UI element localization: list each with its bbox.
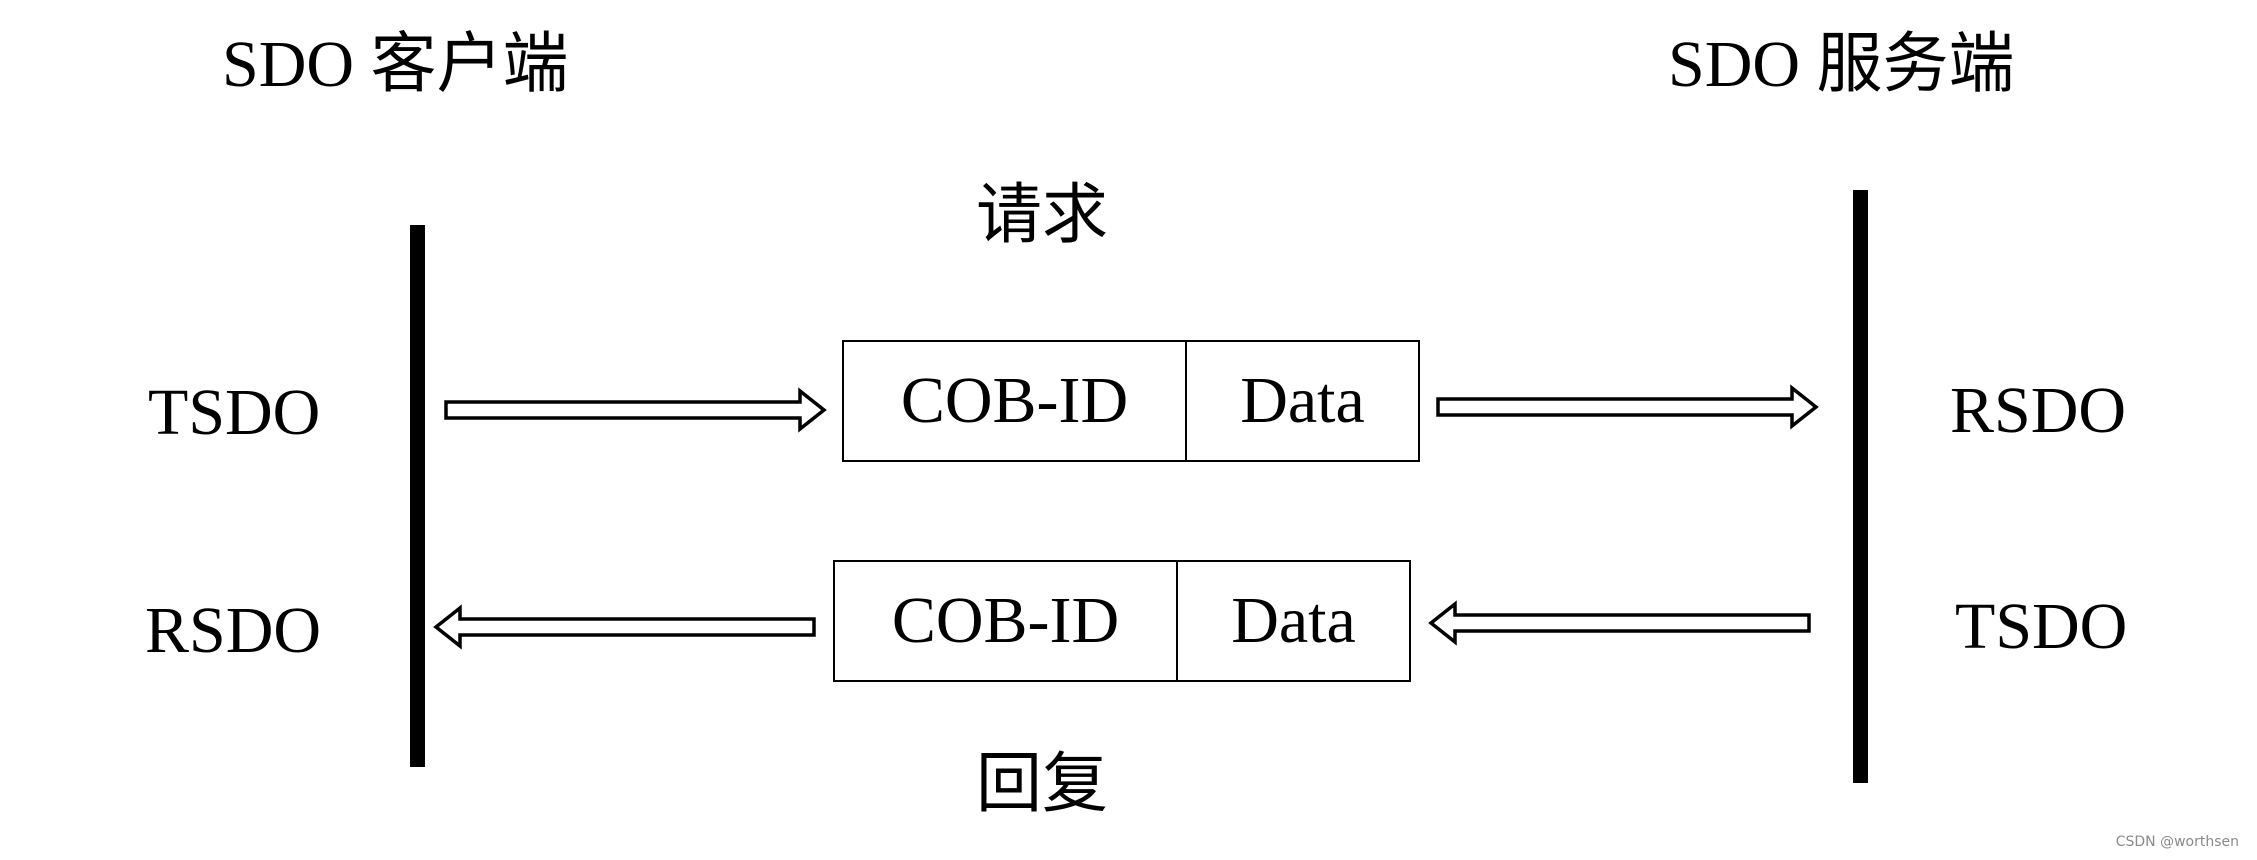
reply-cob-id-cell: COB-ID (835, 562, 1178, 680)
client-to-packet-arrow-icon (444, 387, 827, 433)
server-to-packet-arrow-icon (1428, 600, 1811, 646)
server-title: SDO 服务端 (1668, 28, 2015, 101)
server-tsdo-label: TSDO (1955, 590, 2128, 663)
request-packet: COB-ID Data (842, 340, 1420, 462)
reply-packet: COB-ID Data (833, 560, 1411, 682)
packet-to-server-arrow-icon (1436, 384, 1819, 430)
client-rsdo-label: RSDO (145, 594, 322, 667)
request-data-cell: Data (1240, 364, 1365, 437)
client-title: SDO 客户端 (222, 28, 569, 101)
reply-data-cell: Data (1231, 584, 1356, 657)
watermark: CSDN @worthsen (2115, 834, 2239, 850)
client-tsdo-label: TSDO (148, 376, 321, 449)
packet-to-client-arrow-icon (433, 604, 816, 650)
reply-label: 回复 (976, 748, 1108, 821)
server-rsdo-label: RSDO (1950, 374, 2127, 447)
request-cob-id-cell: COB-ID (844, 342, 1187, 460)
request-label: 请求 (976, 179, 1108, 252)
server-lifeline (1853, 190, 1868, 783)
client-lifeline (410, 225, 425, 767)
